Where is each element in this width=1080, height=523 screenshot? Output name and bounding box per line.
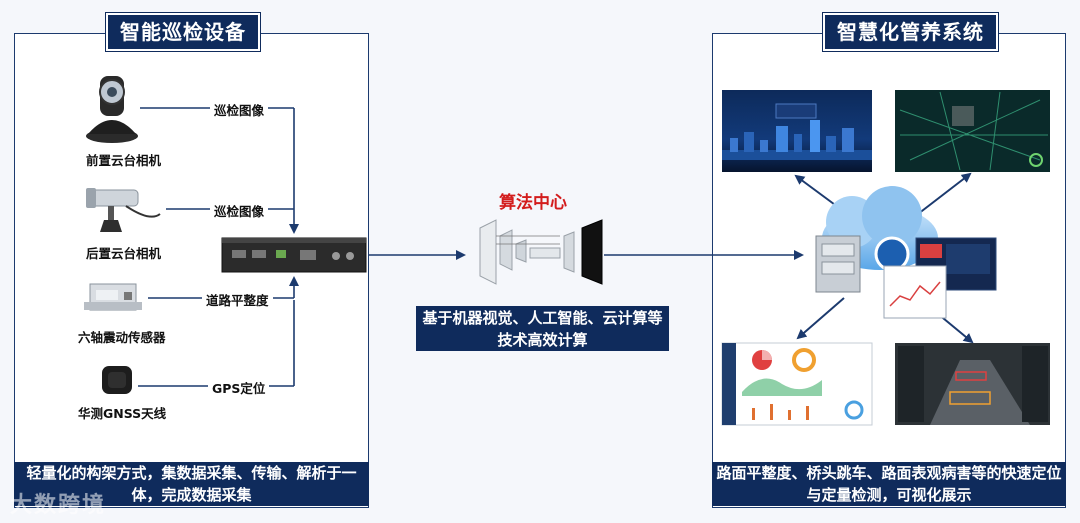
left-panel-title: 智能巡检设备 bbox=[106, 13, 260, 51]
vibration-sensor-icon bbox=[84, 283, 142, 311]
screenshot-map-dashboard bbox=[895, 90, 1050, 172]
flow-label-rear-image: 巡检图像 bbox=[210, 201, 269, 220]
right-panel-footer: 路面平整度、桥头跳车、路面表观病害等的快速定位与定量检测，可视化展示 bbox=[712, 462, 1066, 506]
cnn-network-icon bbox=[479, 219, 603, 285]
right-panel-title: 智慧化管养系统 bbox=[823, 13, 998, 51]
device-label-gnss-antenna: 华测GNSS天线 bbox=[78, 406, 167, 421]
device-label-vibration-sensor: 六轴震动传感器 bbox=[78, 330, 166, 345]
dome-camera-icon bbox=[86, 76, 138, 143]
cloud-server-icon bbox=[815, 186, 997, 319]
screenshot-report-dashboard bbox=[721, 342, 873, 426]
bullet-camera-icon bbox=[86, 188, 161, 232]
flow-label-gps: GPS定位 bbox=[208, 378, 270, 397]
gnss-antenna-icon bbox=[102, 366, 132, 394]
device-label-front-camera: 前置云台相机 bbox=[86, 153, 162, 168]
algorithm-description: 基于机器视觉、人工智能、云计算等技术高效计算 bbox=[416, 306, 669, 351]
flow-label-front-image: 巡检图像 bbox=[210, 100, 269, 119]
left-panel-footer: 轻量化的构架方式，集数据采集、传输、解析于一体，完成数据采集 bbox=[14, 462, 369, 506]
flow-label-flatness: 道路平整度 bbox=[202, 290, 273, 309]
watermark: 大数跨境 bbox=[10, 493, 107, 518]
algorithm-center-title: 算法中心 bbox=[499, 193, 567, 213]
left-flow-arrows bbox=[138, 107, 804, 387]
screenshot-road-detection bbox=[895, 343, 1050, 425]
edge-computer-icon bbox=[221, 237, 367, 273]
right-flow-arrows bbox=[794, 172, 974, 344]
device-label-rear-camera: 后置云台相机 bbox=[86, 246, 162, 261]
screenshot-city-dashboard bbox=[722, 90, 872, 172]
